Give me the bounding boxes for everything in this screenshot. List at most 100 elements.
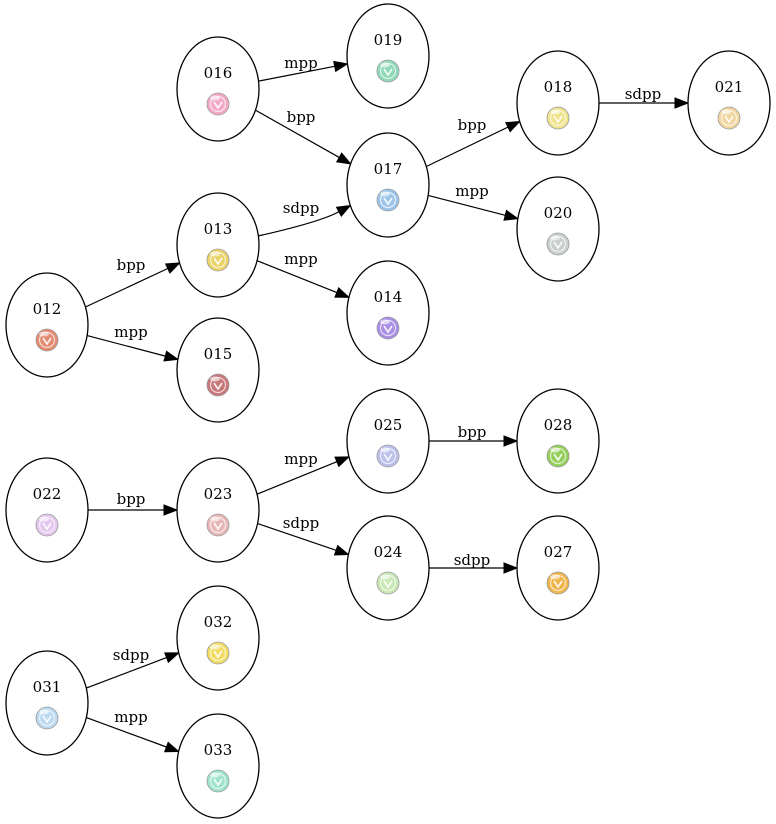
node-ellipse	[346, 3, 430, 109]
node-ellipse	[5, 457, 89, 563]
node-ellipse	[687, 50, 771, 156]
arrowhead	[163, 504, 179, 516]
edge-025-028: bpp	[429, 423, 519, 447]
node-label: 022	[33, 485, 62, 503]
edge-label: bpp	[458, 116, 487, 134]
pause-icon	[206, 769, 230, 793]
edge-label: bpp	[287, 108, 316, 126]
node-ellipse	[516, 515, 600, 621]
edge-line	[257, 522, 337, 551]
node-label: 027	[544, 543, 573, 561]
castle-icon	[35, 706, 59, 730]
arrow-star-icon	[546, 232, 570, 256]
node-027[interactable]: 027	[516, 515, 600, 621]
node-ellipse	[516, 176, 600, 282]
edge-line	[426, 126, 509, 168]
node-ellipse	[346, 515, 430, 621]
arrowhead	[163, 350, 180, 362]
edge-012-015: mpp	[86, 323, 180, 362]
node-label: 018	[544, 78, 573, 96]
node-025[interactable]: 025	[346, 388, 430, 494]
arrowhead	[164, 652, 181, 664]
node-016[interactable]: 016	[176, 36, 260, 142]
node-022[interactable]: 022	[5, 457, 89, 563]
node-label: 019	[374, 31, 403, 49]
node-024[interactable]: 024	[346, 515, 430, 621]
edge-label: mpp	[114, 323, 147, 341]
edge-031-033: mpp	[86, 708, 180, 753]
clover-icon	[376, 571, 400, 595]
node-label: 031	[33, 678, 62, 696]
edge-label: mpp	[114, 708, 147, 726]
edge-line	[256, 461, 338, 495]
arrowhead	[674, 97, 690, 109]
node-012[interactable]: 012	[5, 272, 89, 378]
node-label: 028	[544, 416, 573, 434]
node-label: 023	[204, 485, 233, 503]
arrowhead	[164, 262, 181, 274]
node-020[interactable]: 020	[516, 176, 600, 282]
node-014[interactable]: 014	[346, 260, 430, 366]
arrowhead	[335, 204, 352, 217]
edge-label: mpp	[284, 250, 317, 268]
edge-023-024: sdpp	[257, 514, 350, 556]
node-019[interactable]: 019	[346, 3, 430, 109]
node-ellipse	[176, 713, 260, 819]
leaf-shield-icon	[206, 248, 230, 272]
node-ellipse	[176, 457, 260, 563]
node-032[interactable]: 032	[176, 585, 260, 691]
paw-icon	[35, 513, 59, 537]
edge-label: sdpp	[113, 646, 150, 664]
node-label: 033	[204, 741, 233, 759]
node-label: 016	[204, 64, 233, 82]
node-ellipse	[176, 36, 260, 142]
node-033[interactable]: 033	[176, 713, 260, 819]
edge-018-021: sdpp	[599, 85, 690, 109]
edge-022-023: bpp	[88, 490, 179, 516]
bandage-icon	[206, 513, 230, 537]
node-018[interactable]: 018	[516, 50, 600, 156]
node-015[interactable]: 015	[176, 317, 260, 423]
node-ellipse	[346, 132, 430, 238]
node-label: 020	[544, 204, 573, 222]
node-031[interactable]: 031	[5, 650, 89, 756]
edge-label: mpp	[284, 54, 317, 72]
arrowhead	[334, 456, 351, 468]
arrowhead	[505, 120, 521, 133]
node-017[interactable]: 017	[346, 132, 430, 238]
crystal-icon	[376, 316, 400, 340]
house-icon	[206, 641, 230, 665]
node-028[interactable]: 028	[516, 388, 600, 494]
node-label: 013	[204, 220, 233, 238]
node-021[interactable]: 021	[687, 50, 771, 156]
edge-line	[85, 267, 169, 308]
arrowhead	[334, 287, 351, 298]
node-ellipse	[176, 192, 260, 298]
node-ellipse	[516, 388, 600, 494]
edge-line	[428, 194, 506, 216]
node-ellipse	[5, 272, 89, 378]
heart-chevron-icon	[206, 373, 230, 397]
edge-line	[258, 211, 340, 237]
edge-024-027: sdpp	[429, 551, 519, 574]
star-sparkle-icon	[376, 188, 400, 212]
node-013[interactable]: 013	[176, 192, 260, 298]
nodes-layer: 012 013 014 015 016 017 018 019 020 021 022 023 024 0…	[5, 3, 771, 819]
double-chevron-icon	[376, 444, 400, 468]
node-023[interactable]: 023	[176, 457, 260, 563]
edge-line	[86, 334, 166, 357]
edge-line	[258, 65, 335, 82]
node-label: 012	[33, 300, 62, 318]
kiwi-icon	[546, 444, 570, 468]
edge-line	[256, 260, 338, 294]
edge-017-018: bpp	[426, 116, 521, 168]
dolphin-icon	[717, 106, 741, 130]
edge-023-025: mpp	[256, 450, 351, 495]
node-label: 014	[374, 288, 403, 306]
node-label: 025	[374, 416, 403, 434]
edge-016-019: mpp	[258, 54, 349, 82]
arrowhead	[333, 60, 349, 73]
chevron-stripes-icon	[35, 328, 59, 352]
